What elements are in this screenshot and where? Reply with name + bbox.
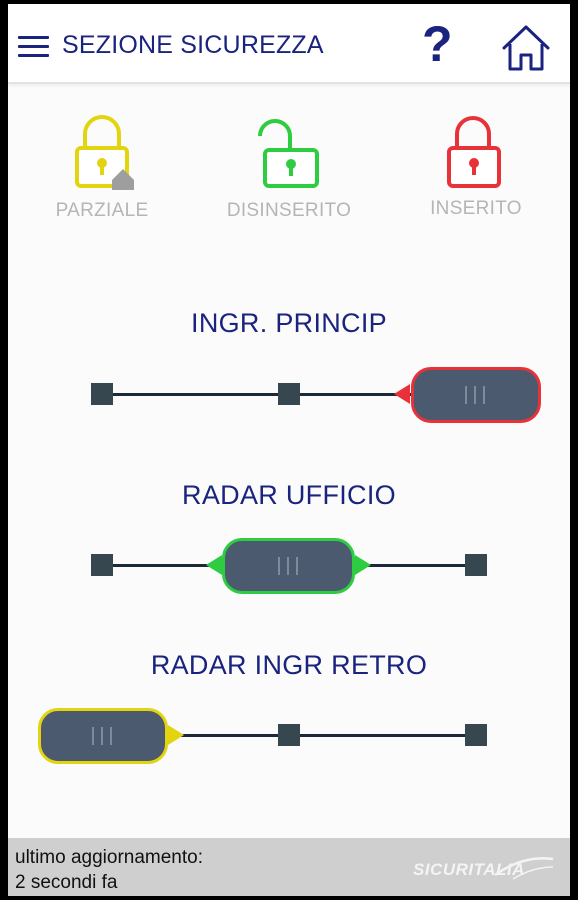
page-title: SEZIONE SICUREZZA bbox=[62, 31, 324, 59]
grip-icon bbox=[92, 727, 114, 745]
lock-partial-icon bbox=[75, 115, 134, 190]
grip-icon bbox=[465, 386, 487, 404]
slider-stop-center[interactable] bbox=[278, 383, 300, 405]
slider-stop-left[interactable] bbox=[91, 383, 113, 405]
slider-knob[interactable] bbox=[222, 538, 355, 594]
slider-stop-right[interactable] bbox=[465, 724, 487, 746]
mode-partial-label: PARZIALE bbox=[55, 200, 149, 221]
mode-disarmed-button[interactable]: DISINSERITO bbox=[209, 112, 369, 232]
help-icon[interactable]: ? bbox=[422, 16, 453, 72]
slider-stop-right[interactable] bbox=[465, 554, 487, 576]
mode-disarmed-label: DISINSERITO bbox=[226, 200, 352, 221]
zone-title: INGR. PRINCIP bbox=[191, 308, 387, 338]
arrow-left-icon bbox=[206, 555, 222, 575]
mode-armed-button[interactable]: INSERITO bbox=[396, 112, 556, 232]
arrow-right-icon bbox=[168, 725, 184, 745]
zone-title: RADAR INGR RETRO bbox=[150, 650, 428, 680]
top-bar: SEZIONE SICUREZZA ? bbox=[8, 4, 570, 84]
slider-stop-center[interactable] bbox=[278, 724, 300, 746]
arrow-right-icon bbox=[355, 555, 371, 575]
menu-icon[interactable] bbox=[18, 36, 50, 60]
slider-stop-left[interactable] bbox=[91, 554, 113, 576]
slider-track bbox=[180, 734, 476, 737]
slider-knob[interactable] bbox=[411, 367, 541, 423]
brand-logo: SICURITALIA bbox=[413, 853, 554, 883]
last-update-text: ultimo aggiornamento: 2 secondi fa bbox=[15, 845, 203, 895]
lock-closed-icon bbox=[447, 116, 501, 188]
slider-knob[interactable] bbox=[38, 708, 168, 764]
grip-icon bbox=[277, 557, 300, 575]
zone-title: RADAR UFFICIO bbox=[182, 480, 396, 510]
zone-slider-radar-ufficio[interactable] bbox=[8, 531, 570, 601]
zone-slider-ingr-princip[interactable] bbox=[8, 360, 570, 430]
security-screen: SEZIONE SICUREZZA ? PARZIALE DISINSERITO bbox=[8, 4, 570, 896]
arrow-left-icon bbox=[394, 384, 410, 404]
zone-slider-radar-ingr-retro[interactable] bbox=[8, 701, 570, 771]
lock-open-icon bbox=[258, 119, 319, 188]
last-update-label: ultimo aggiornamento: bbox=[15, 847, 203, 868]
last-update-value: 2 secondi fa bbox=[15, 872, 118, 893]
brand-swoosh-icon bbox=[494, 857, 554, 880]
slider-track bbox=[102, 393, 412, 396]
mode-partial-button[interactable]: PARZIALE bbox=[22, 112, 182, 232]
mode-armed-label: INSERITO bbox=[430, 198, 522, 219]
status-footer: ultimo aggiornamento: 2 secondi fa SICUR… bbox=[8, 838, 570, 896]
home-icon[interactable] bbox=[500, 22, 552, 74]
